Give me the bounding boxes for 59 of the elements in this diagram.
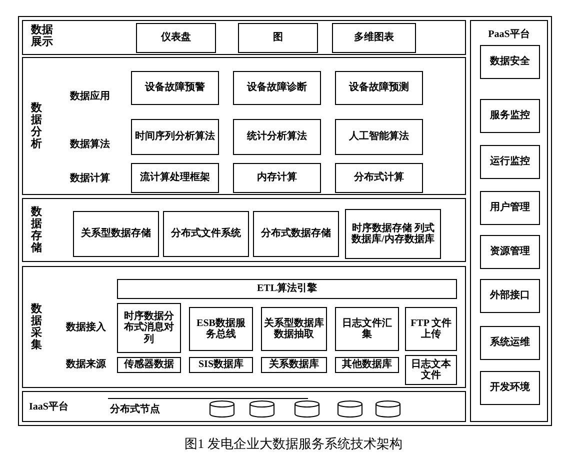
component-box: ESB数据服务总线 <box>189 307 253 351</box>
component-box: 多维图表 <box>332 23 416 53</box>
cylinder-symbol <box>337 400 363 418</box>
component-box: 数据安全 <box>480 45 540 79</box>
layer-heading: 数据存储 <box>31 206 42 254</box>
row-label: 数据计算 <box>70 172 110 186</box>
component-box: 时序数据分布式消息对列 <box>117 303 181 353</box>
layer-panel <box>22 391 466 422</box>
component-box: FTP 文件上传 <box>405 307 457 351</box>
component-box: SIS数据库 <box>189 357 253 373</box>
component-box: 其他数据库 <box>335 357 399 373</box>
row-label: 分布式节点 <box>110 402 160 417</box>
component-box: 服务监控 <box>480 99 540 133</box>
cylinder-symbol <box>375 400 401 418</box>
component-box: 时序数据存储 列式数据库/内存数据库 <box>345 209 441 259</box>
component-box: 统计分析算法 <box>233 119 321 155</box>
component-box: 开发环境 <box>480 371 540 405</box>
layer-panel <box>22 266 466 388</box>
component-box: 分布式计算 <box>335 163 423 193</box>
row-label: 数据应用 <box>70 89 110 104</box>
component-box: 关系型数据库数据抽取 <box>261 307 327 351</box>
row-label: 数据算法 <box>70 138 110 152</box>
component-box: 传感器数据 <box>117 357 181 373</box>
component-box: 日志文件汇集 <box>335 307 399 351</box>
component-box: 关系型数据存储 <box>73 211 159 257</box>
component-box: 运行监控 <box>480 145 540 179</box>
component-box: 外部接口 <box>480 279 540 313</box>
component-box: 分布式数据存储 <box>253 211 339 257</box>
component-box: 内存计算 <box>233 163 321 193</box>
layer-panel <box>22 198 466 262</box>
layer-heading: 数据展示 <box>31 24 53 48</box>
layer-heading: 数据采集 <box>31 302 42 352</box>
component-box: 人工智能算法 <box>335 119 423 155</box>
row-label: 数据来源 <box>66 358 106 372</box>
cylinder-symbol <box>294 400 320 418</box>
cylinder-symbol <box>209 400 235 418</box>
component-box: 设备故障预测 <box>335 71 423 105</box>
layer-heading: IaaS平台 <box>29 400 68 414</box>
component-box: 流计算处理框架 <box>131 163 219 193</box>
layer-heading: PaaS平台 <box>487 28 531 42</box>
component-box: 日志文本文件 <box>405 355 457 385</box>
figure-caption: 图1 发电企业大数据服务系统技术架构 <box>184 435 404 453</box>
layer-panel <box>22 20 466 55</box>
component-box: 系统运维 <box>480 326 540 360</box>
component-box: 用户管理 <box>480 191 540 225</box>
cylinder-symbol <box>249 400 275 418</box>
layer-panel <box>22 57 466 195</box>
component-box: 资源管理 <box>480 235 540 269</box>
component-box: 关系数据库 <box>261 357 327 373</box>
component-box: 分布式文件系统 <box>163 211 249 257</box>
component-box: 图 <box>238 23 318 53</box>
component-box: 时间序列分析算法 <box>131 119 219 155</box>
component-box: 设备故障诊断 <box>233 71 321 105</box>
component-box: ETL算法引擎 <box>117 279 457 299</box>
component-box: 仪表盘 <box>136 23 216 53</box>
layer-heading: 数据分析 <box>31 102 42 150</box>
row-label: 数据接入 <box>66 320 106 335</box>
layer-panel <box>470 20 548 422</box>
component-box: 设备故障预警 <box>131 71 219 105</box>
